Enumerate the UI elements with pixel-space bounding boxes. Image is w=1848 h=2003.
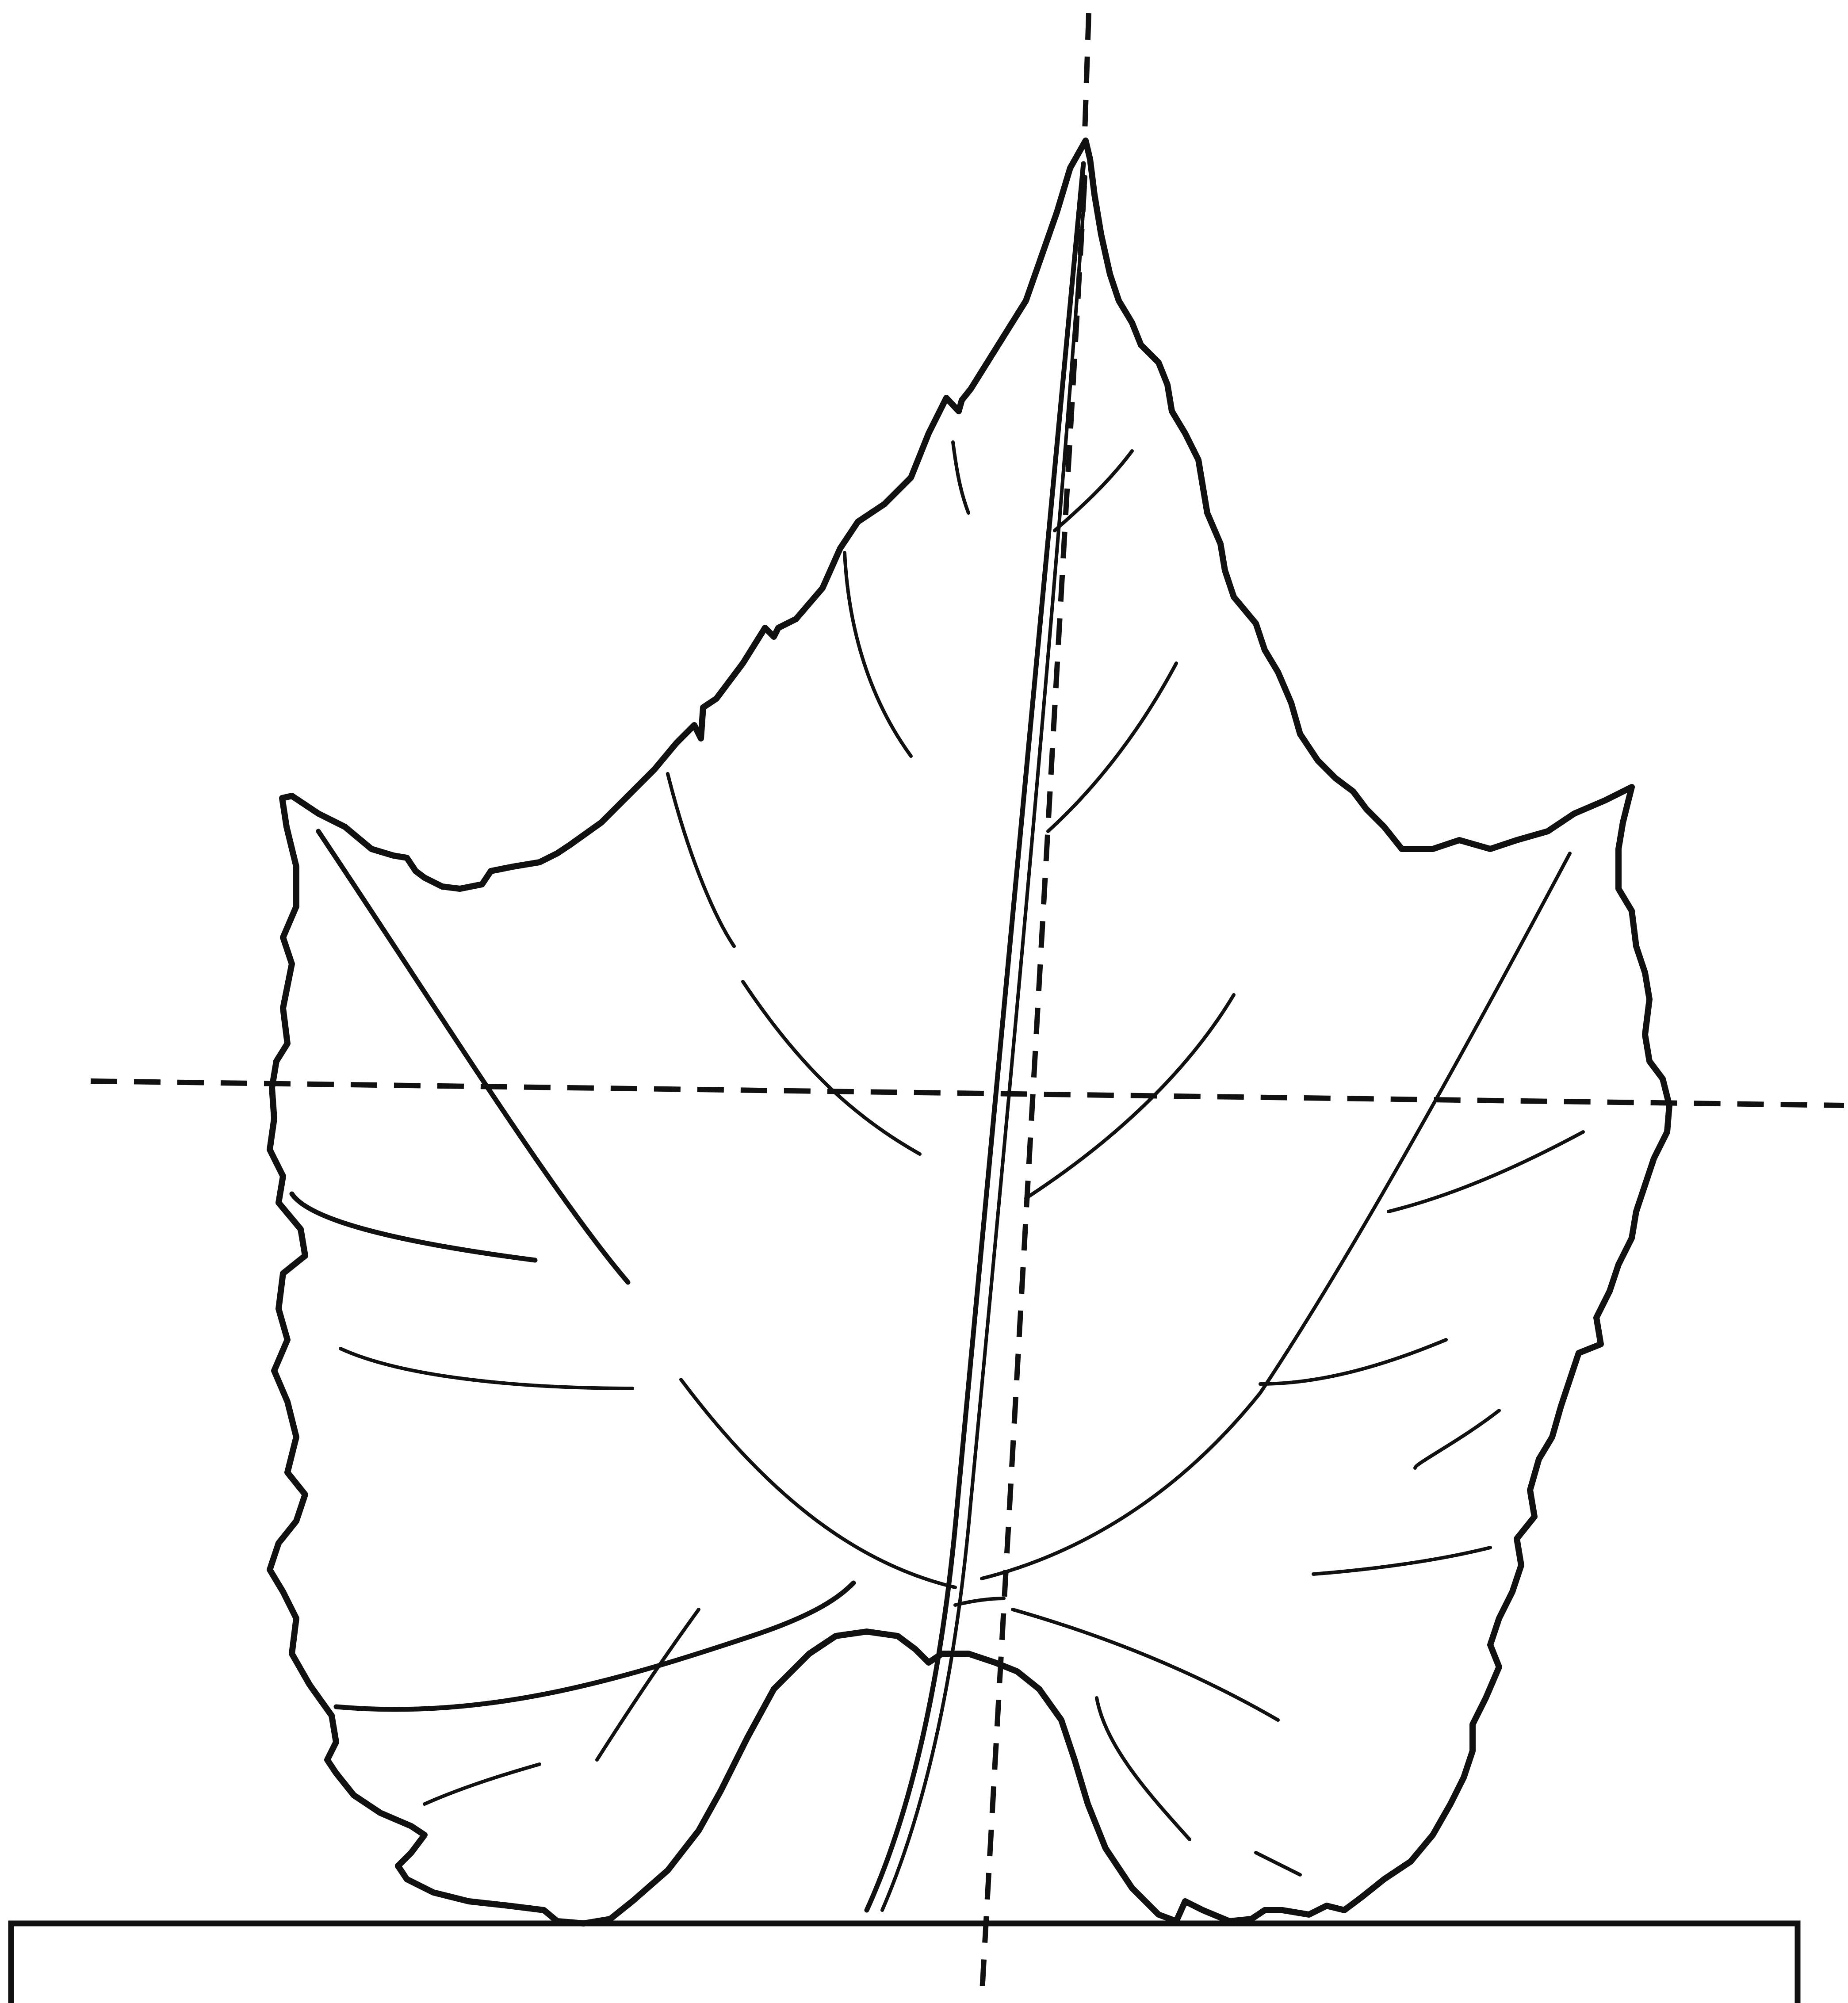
vein-upper-right-3 bbox=[1024, 993, 1236, 1200]
vein-right-lobe-4 bbox=[1312, 1546, 1492, 1576]
vein-junction-cross bbox=[953, 1597, 1006, 1607]
midrib-right-line bbox=[880, 175, 1087, 1912]
vein-basal-right-2 bbox=[1095, 1696, 1191, 1841]
vein-basal-right-3 bbox=[1254, 1851, 1302, 1877]
vertical-axis bbox=[979, 13, 1091, 1999]
leaf-veins bbox=[289, 161, 1585, 1913]
vein-upper-left-4 bbox=[741, 980, 922, 1156]
vein-right-lobe-2 bbox=[1259, 1338, 1448, 1386]
base-bracket bbox=[8, 1920, 1801, 2003]
vein-upper-left-3 bbox=[666, 772, 736, 948]
vein-upper-right-2 bbox=[1046, 661, 1178, 833]
midrib-left-line bbox=[864, 161, 1086, 1913]
vein-right-lobe-1 bbox=[1387, 1130, 1585, 1213]
left-main-vein-lower bbox=[679, 1378, 957, 1589]
left-main-vein bbox=[316, 829, 631, 1285]
vein-basal-right-1 bbox=[1011, 1608, 1280, 1722]
horizontal-axis bbox=[90, 1078, 1844, 1108]
vein-basal-left-2 bbox=[595, 1608, 700, 1762]
vein-left-lobe-1 bbox=[289, 1191, 538, 1263]
vein-left-lobe-2 bbox=[339, 1347, 634, 1390]
vertical-axis-upper bbox=[1082, 13, 1091, 146]
leaf-outline bbox=[267, 138, 1672, 1927]
vein-basal-left-3 bbox=[423, 1762, 541, 1806]
vein-upper-left-2 bbox=[843, 551, 913, 758]
vein-right-lobe-3 bbox=[1413, 1409, 1501, 1470]
vein-basal-left-1 bbox=[333, 1580, 856, 1712]
vein-upper-right-1 bbox=[1053, 449, 1134, 532]
vein-upper-left-1 bbox=[951, 440, 970, 515]
right-main-vein bbox=[980, 852, 1572, 1580]
